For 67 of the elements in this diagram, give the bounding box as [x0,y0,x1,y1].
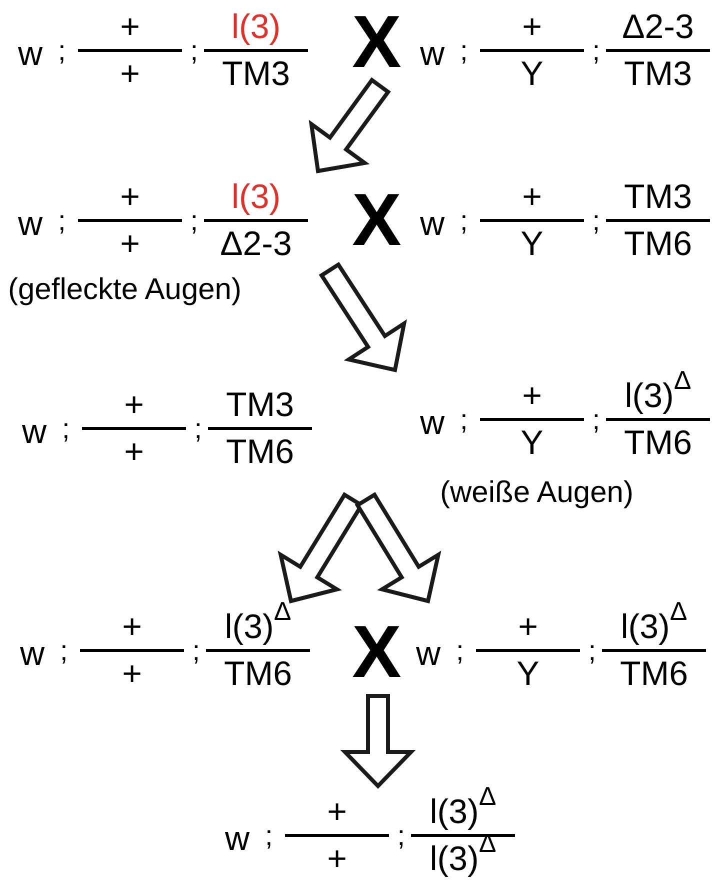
gene-symbol: w [18,204,44,244]
cross-symbol: X [352,612,402,692]
allele-label: Y [520,224,544,265]
semicolon: ; [396,818,406,852]
phenotype-note: (weiße Augen) [440,475,634,511]
allele-label: TM6 [624,423,692,464]
gene-symbol: w [420,34,446,74]
allele-label: + [120,54,140,95]
allele-label: TM6 [224,654,292,695]
gene-symbol: w [416,634,442,674]
block-arrow [354,492,442,604]
allele-label: + [522,7,542,48]
semicolon: ; [62,412,71,446]
semicolon: ; [58,34,67,68]
gene-symbol: w [18,34,44,74]
allele-label: TM3 [624,54,692,95]
gene-symbol: w [22,412,48,452]
semicolon: ; [193,412,203,446]
allele-label: TM6 [624,224,692,265]
semicolon: ; [460,402,469,436]
allele-label: Y [520,423,544,464]
allele-label: + [120,7,140,48]
gene-symbol: w [420,204,446,244]
allele-label: Δ2-3 [220,224,292,265]
semicolon: ; [460,204,469,238]
semicolon: ; [189,34,199,68]
semicolon: ; [265,818,274,852]
allele-label: + [122,607,142,648]
allele-label: TM3 [624,177,692,218]
allele-label: + [522,177,542,218]
allele-label: + [120,224,140,265]
semicolon: ; [58,204,67,238]
semicolon: ; [587,634,597,668]
gene-symbol: w [20,634,46,674]
allele-label: TM3 [226,385,294,426]
phenotype-note: (gefleckte Augen) [8,272,242,308]
semicolon: ; [591,402,601,436]
block-arrow [340,694,416,789]
allele-label: TM3 [222,54,290,95]
allele-label: + [522,376,542,417]
allele-label: + [122,654,142,695]
cross-symbol: X [352,2,402,82]
allele-label: + [124,385,144,426]
semicolon: ; [191,634,201,668]
allele-label: l(3) [231,7,281,48]
allele-label: TM6 [226,432,294,473]
semicolon: ; [189,204,199,238]
semicolon: ; [60,634,69,668]
allele-label: + [327,839,347,880]
allele-label: TM6 [620,654,688,695]
semicolon: ; [456,634,465,668]
allele-label: Δ2-3 [622,7,694,48]
allele-label: Y [520,54,544,95]
allele-label: Y [516,654,540,695]
semicolon: ; [460,34,469,68]
allele-label: + [327,792,347,833]
gene-symbol: w [420,402,446,444]
block-arrow [308,77,391,174]
semicolon: ; [591,34,601,68]
allele-label: l(3) [231,177,281,218]
cross-symbol: X [352,180,402,260]
gene-symbol: w [225,818,251,860]
semicolon: ; [591,204,601,238]
allele-label: + [518,607,538,648]
block-arrow [318,262,407,372]
allele-label: + [120,177,140,218]
allele-label: + [124,432,144,473]
